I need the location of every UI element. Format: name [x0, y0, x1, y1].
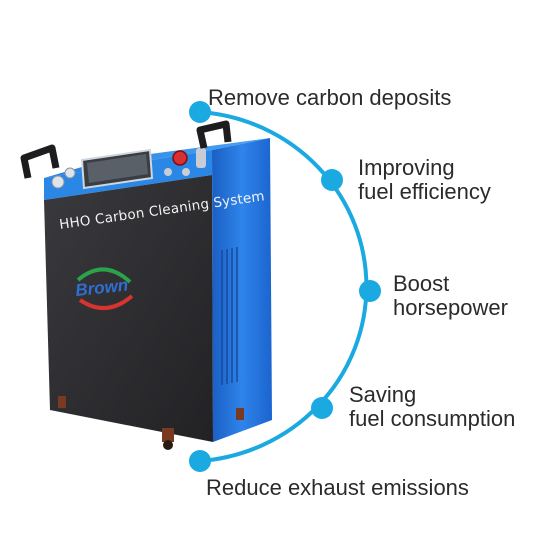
left-handle-icon [20, 144, 60, 179]
right-handle-icon [196, 120, 232, 149]
gauge-icon [64, 167, 76, 179]
feature-node-icon [189, 101, 211, 123]
feature-label-exhaust-emissions: Reduce exhaust emissions [206, 475, 469, 500]
feature-label-horsepower: Boost horsepower [393, 271, 508, 320]
wheel-icon [236, 408, 244, 420]
feature-node-icon [321, 169, 343, 191]
wheel-icon [58, 396, 66, 408]
switch-icon [182, 168, 190, 176]
cabinet-side-panel [212, 138, 272, 442]
cabinet-front-panel [44, 175, 213, 442]
feature-label-remove-carbon: Remove carbon deposits [208, 85, 452, 110]
emergency-stop-icon [172, 150, 188, 166]
feature-node-icon [189, 450, 211, 472]
feature-node-icon [311, 397, 333, 419]
feature-label-fuel-efficiency: Improving fuel efficiency [358, 155, 491, 204]
feature-node-icon [359, 280, 381, 302]
feature-label-fuel-consumption: Saving fuel consumption [349, 382, 516, 431]
gauge-icon [51, 175, 65, 189]
connector-icon [196, 148, 206, 168]
wheel-icon [162, 428, 174, 442]
switch-icon [164, 168, 172, 176]
side-vents [221, 247, 238, 385]
wheel-icon [163, 440, 173, 450]
